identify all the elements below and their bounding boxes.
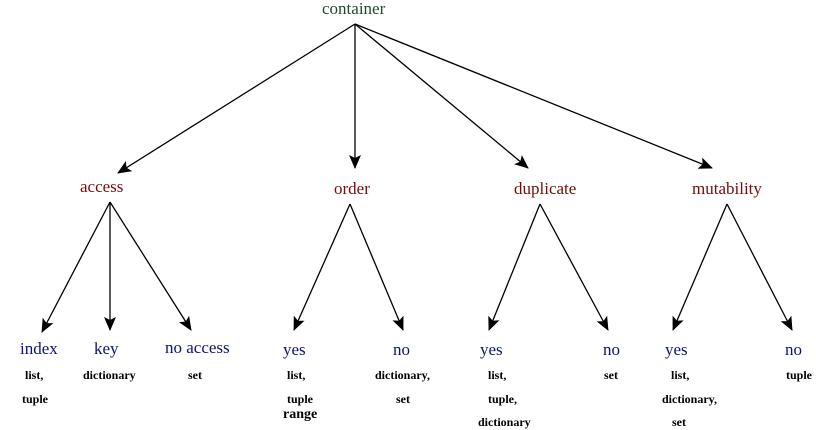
edge-access-index — [41, 201, 111, 333]
access-no-access-node: no access — [165, 338, 230, 357]
order-yes-example: range — [283, 407, 318, 422]
access-index-example: list, — [25, 368, 44, 382]
duplicate-no-example: set — [604, 368, 618, 382]
order-yes-node: yes — [283, 340, 306, 359]
category-duplicate: duplicate — [514, 179, 577, 198]
access-key-example: dictionary — [83, 368, 136, 382]
order-yes-example: list, — [287, 368, 306, 382]
mutability-yes-example: dictionary, — [662, 392, 718, 406]
duplicate-no-node: no — [603, 340, 620, 359]
edge-mutability-no — [726, 203, 793, 331]
mutability-no-node: no — [785, 340, 802, 359]
duplicate-yes-example: tuple, — [488, 392, 518, 406]
mutability-no-example: tuple — [786, 368, 813, 382]
edge-mutability-yes — [672, 203, 728, 331]
category-access: access — [80, 177, 124, 196]
access-index-example: tuple — [22, 392, 49, 406]
mutability-yes-example: list, — [671, 368, 690, 382]
order-no-node: no — [393, 340, 410, 359]
edge-duplicate-no — [539, 203, 609, 331]
mutability-yes-example: set — [672, 415, 686, 429]
category-mutability: mutability — [692, 179, 762, 198]
duplicate-yes-example: dictionary — [478, 415, 531, 429]
duplicate-yes-example: list, — [488, 368, 507, 382]
edge-order-no — [349, 203, 404, 331]
access-index-node: index — [20, 339, 58, 358]
access-no-access-example: set — [188, 368, 202, 382]
edge-container-access — [117, 23, 356, 174]
order-no-example: dictionary, — [375, 368, 431, 382]
category-order: order — [334, 179, 370, 198]
edge-order-yes — [293, 203, 351, 331]
root-node-container: container — [322, 0, 386, 18]
edge-access-no-access — [109, 201, 192, 331]
mutability-yes-node: yes — [665, 340, 688, 359]
order-no-example: set — [396, 392, 410, 406]
order-yes-example: tuple — [287, 392, 314, 406]
edge-duplicate-yes — [488, 203, 541, 331]
edge-container-mutability — [354, 23, 713, 169]
access-key-node: key — [94, 339, 119, 358]
duplicate-yes-node: yes — [480, 340, 503, 359]
edge-container-duplicate — [354, 23, 529, 169]
